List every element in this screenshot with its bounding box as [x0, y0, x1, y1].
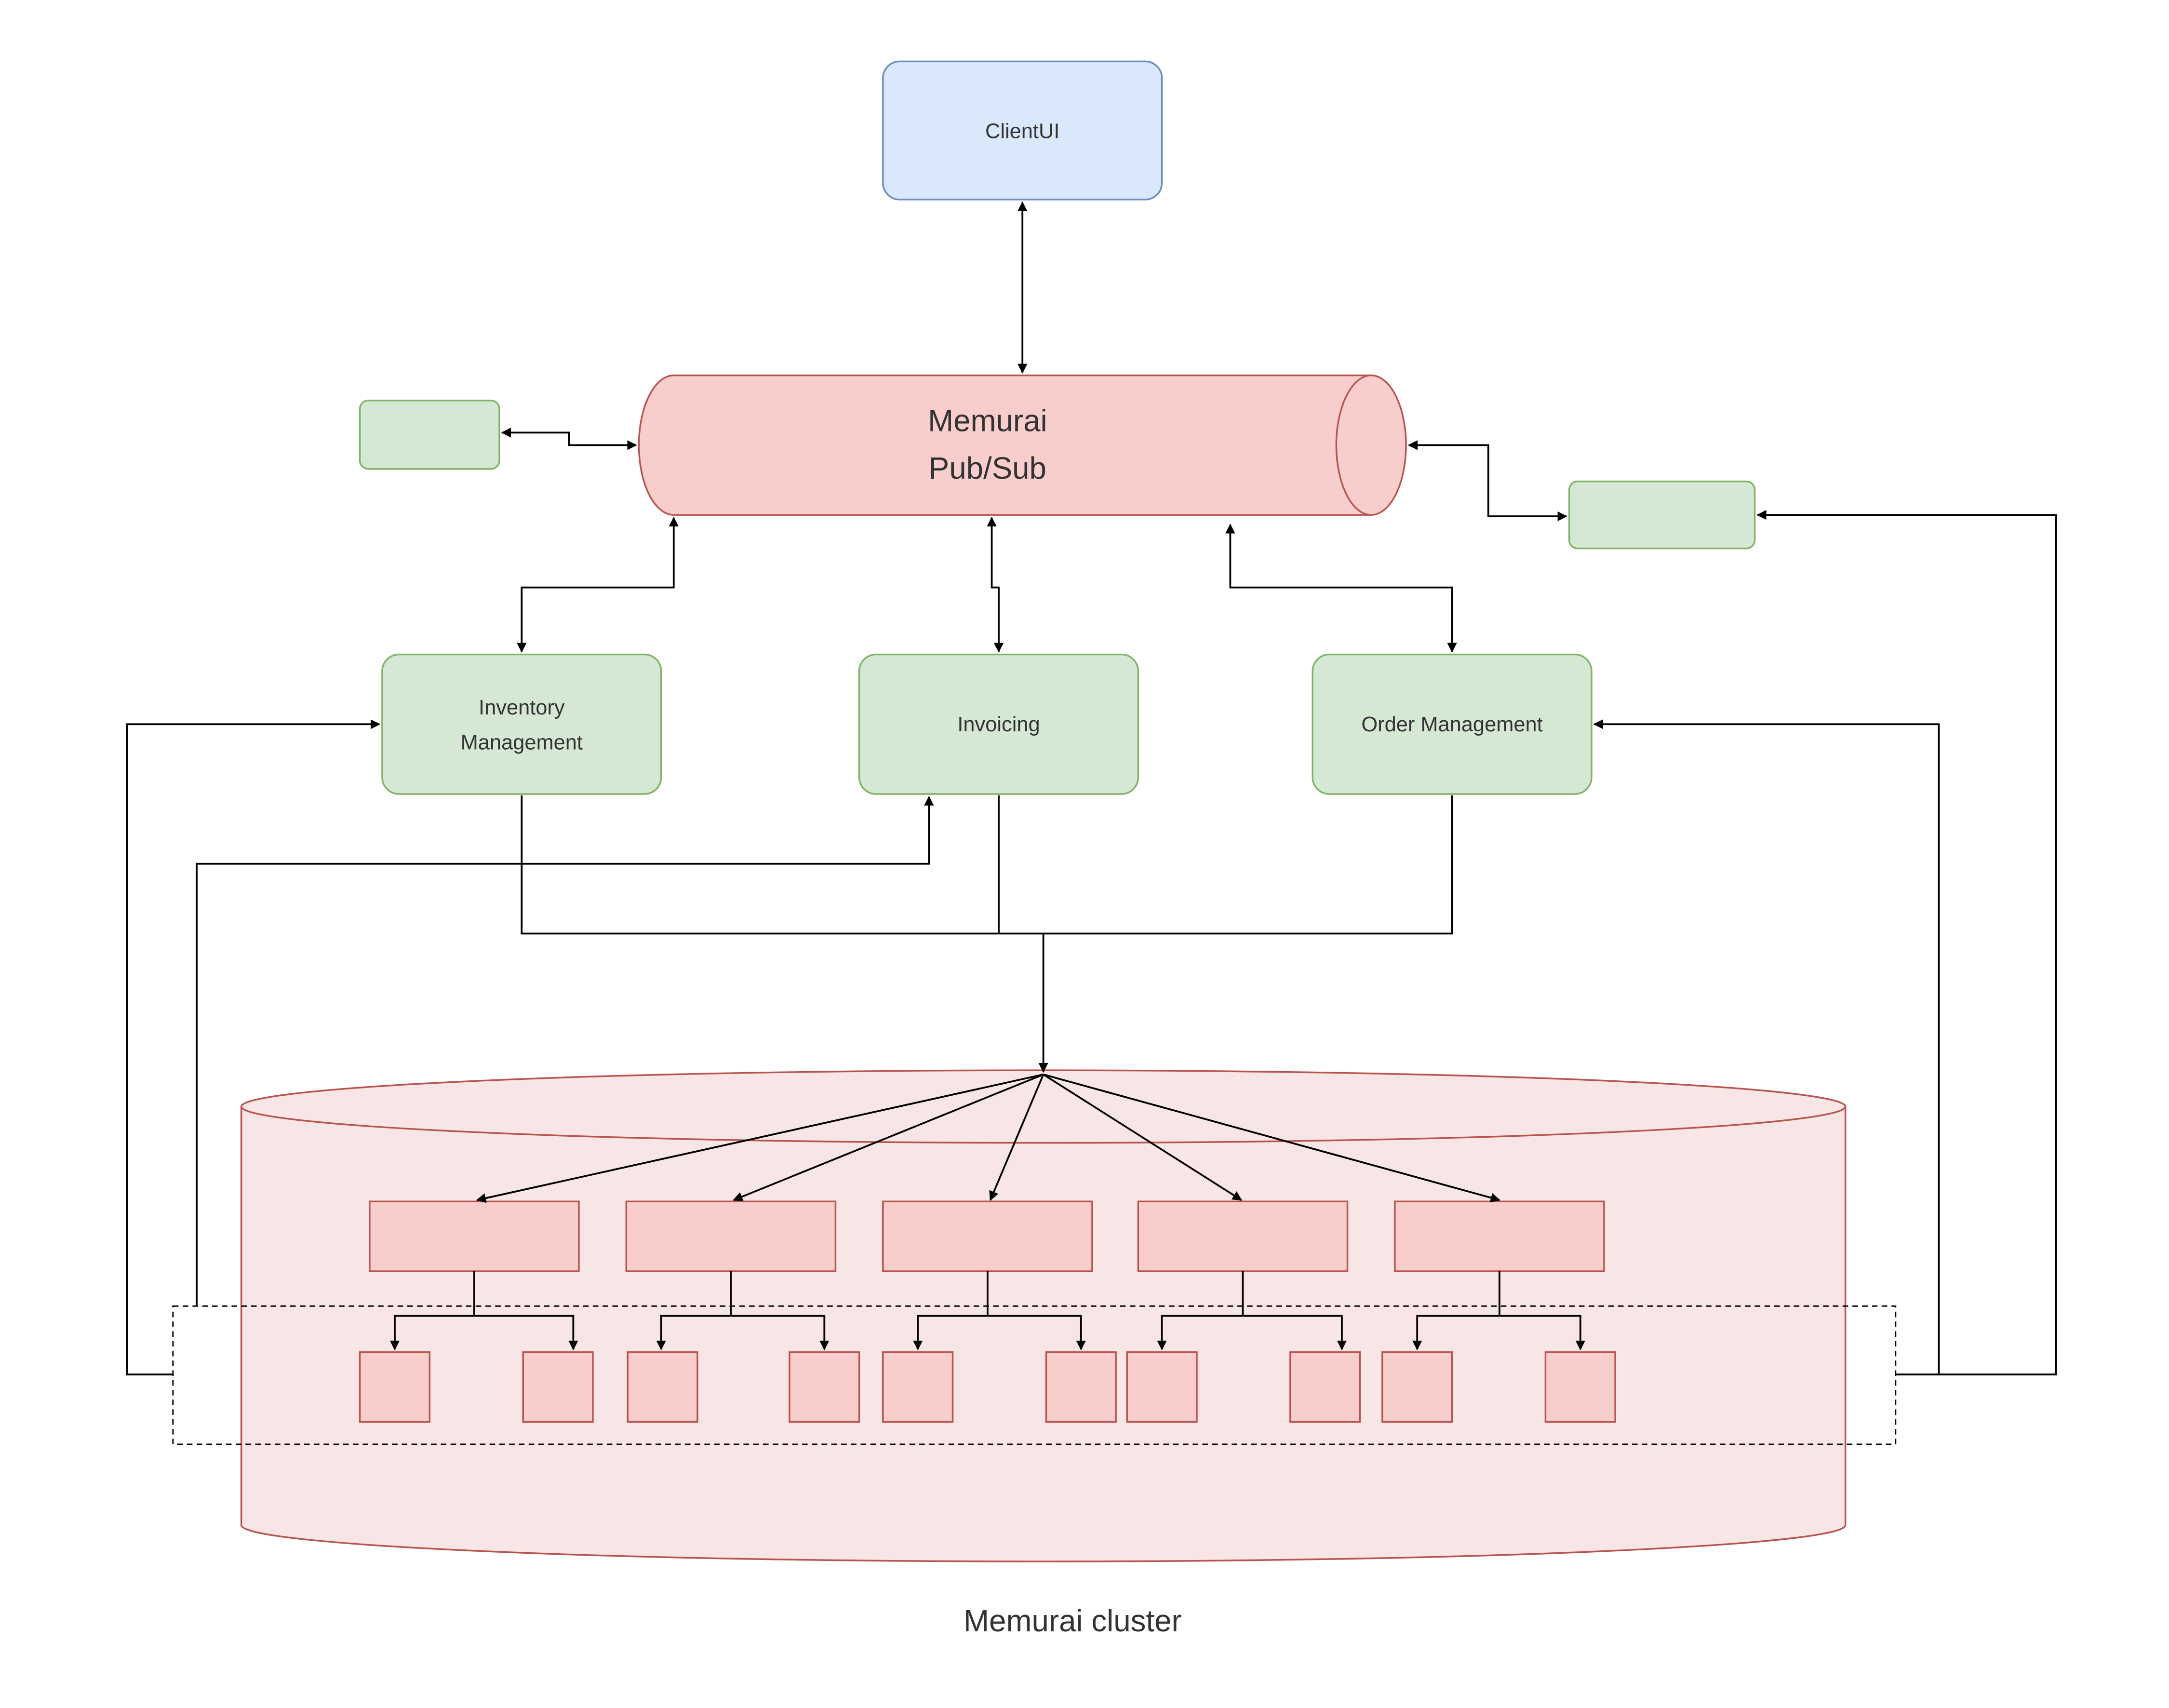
replica-node[interactable] [789, 1351, 860, 1423]
edge-primary1-replica-a [389, 1315, 474, 1351]
edges [126, 201, 2057, 1376]
edge-primary5-replica-a [1412, 1315, 1500, 1351]
invoicing-box [858, 653, 1139, 795]
edge-primary3-replica-b [987, 1315, 1086, 1351]
inventory-label-line2: Management [461, 731, 583, 754]
edge-pubsub-invoicing [987, 516, 1004, 653]
primary-node[interactable] [882, 1200, 1093, 1272]
edge-fan-primary-3 [989, 1074, 1044, 1201]
pubsub-label-line1: Memurai [928, 403, 1047, 438]
replica-node[interactable] [1045, 1351, 1117, 1423]
pubsub-cylinder-end [1335, 374, 1407, 516]
replica-node[interactable] [627, 1351, 698, 1423]
edge-primary4-replica-b [1243, 1315, 1347, 1351]
inventory-management-node[interactable]: Inventory Management [381, 653, 662, 795]
pubsub-label-line2: Pub/Sub [929, 451, 1046, 485]
primary-node[interactable] [1394, 1200, 1605, 1272]
edge-primary2-replica-a [656, 1315, 731, 1351]
primary-node[interactable] [369, 1200, 580, 1272]
edge-replicas-order [1593, 719, 1940, 1376]
edge-primary3-replica-a [913, 1315, 988, 1351]
client-ui-node[interactable]: ClientUI [882, 60, 1163, 201]
replica-node[interactable] [882, 1351, 954, 1423]
edge-replicas-invoicing [196, 795, 934, 1306]
edge-primary4-replica-a [1157, 1315, 1243, 1351]
replica-node[interactable] [1126, 1351, 1198, 1423]
inventory-label-line1: Inventory [479, 696, 565, 719]
replica-node[interactable] [1544, 1351, 1616, 1423]
edge-primary5-replica-b [1499, 1315, 1585, 1351]
order-management-box [1312, 653, 1593, 795]
cluster-cylinder-top [240, 1069, 1847, 1144]
replica-nodes [359, 1351, 1616, 1423]
edge-pubsub-inventory [517, 516, 679, 653]
pubsub-cylinder-body [638, 374, 1371, 516]
invoicing-label: Invoicing [957, 713, 1040, 736]
primary-nodes [369, 1200, 1605, 1272]
edge-fan-primary-5 [1043, 1074, 1500, 1203]
edge-replicas-rightbox [1756, 510, 2057, 1376]
replica-node[interactable] [522, 1351, 594, 1423]
inventory-management-box [381, 653, 662, 795]
edge-pubsub-order [1225, 524, 1457, 653]
cluster-cylinder-body [240, 1106, 1847, 1562]
edge-fan-primary-4 [1043, 1074, 1243, 1201]
edge-primary1-replica-b [474, 1315, 578, 1351]
edge-pubsub-rightbox [1407, 440, 1567, 522]
client-ui-label: ClientUI [985, 120, 1059, 143]
edge-fan-primary-1 [476, 1074, 1044, 1203]
edge-replicas-inventory [126, 719, 381, 1376]
primary-node[interactable] [1137, 1200, 1349, 1272]
edge-primary2-replica-b [731, 1315, 830, 1351]
order-management-node[interactable]: Order Management [1312, 653, 1593, 795]
upper-left-service-box[interactable] [359, 400, 500, 470]
right-service-box[interactable] [1568, 480, 1756, 550]
edge-leftbox-pubsub [501, 428, 637, 450]
primary-node[interactable] [625, 1200, 837, 1272]
replica-node[interactable] [1289, 1351, 1361, 1423]
pubsub-node[interactable]: Memurai Pub/Sub [638, 374, 1407, 516]
replica-node[interactable] [359, 1351, 431, 1423]
edge-fan-primary-2 [733, 1074, 1044, 1201]
client-ui-box [882, 60, 1163, 201]
replica-node[interactable] [1381, 1351, 1453, 1423]
invoicing-node[interactable]: Invoicing [858, 653, 1139, 795]
cluster-label: Memurai cluster [964, 1604, 1182, 1638]
order-management-label: Order Management [1361, 713, 1542, 736]
